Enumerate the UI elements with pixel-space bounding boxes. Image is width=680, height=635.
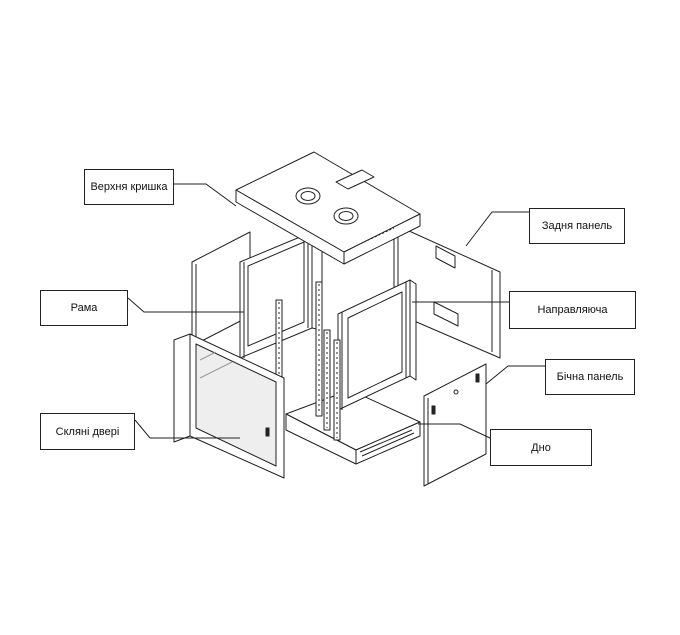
leader-glass-door — [134, 419, 240, 439]
right-side-panel-part — [423, 363, 487, 487]
rear-frame-part — [239, 231, 323, 359]
label-side-panel: Бічна панель — [545, 359, 635, 395]
leader-lines — [127, 183, 545, 439]
glass-door-part — [173, 333, 285, 479]
top-cover-slot — [335, 169, 375, 190]
leader-side-panel — [485, 365, 545, 385]
label-back-panel: Задня панель — [529, 208, 625, 244]
back-panel-vent-slot — [435, 245, 456, 269]
label-bottom: Дно — [490, 429, 592, 466]
top-cover-part — [235, 151, 421, 265]
label-guide-rail: Направляюча — [509, 291, 636, 329]
leader-top-cover — [174, 183, 237, 207]
label-frame: Рама — [40, 290, 128, 326]
leader-frame — [127, 297, 244, 313]
label-top-cover: Верхня кришка — [84, 169, 174, 205]
front-frame-part — [337, 279, 417, 411]
leader-back-panel — [465, 211, 529, 247]
back-panel-vent-slot-lower — [433, 301, 459, 327]
guide-rails — [275, 281, 341, 441]
label-glass-door: Скляні двері — [40, 413, 135, 450]
leader-bottom — [418, 423, 491, 439]
